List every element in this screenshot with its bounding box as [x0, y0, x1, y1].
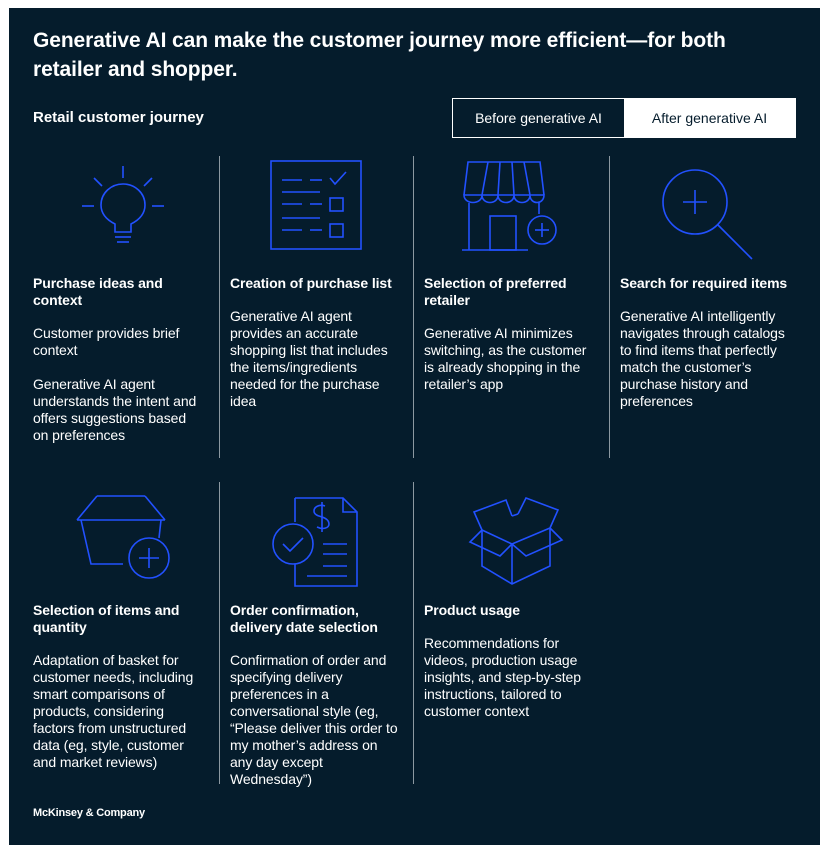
open-box-icon [466, 494, 566, 590]
basket-add-icon [71, 488, 175, 588]
before-after-toggle[interactable]: Before generative AI After generative AI [452, 98, 796, 138]
column-divider [219, 482, 220, 784]
stage-title: Creation of purchase list [230, 275, 392, 291]
lightbulb-icon [75, 158, 171, 258]
stage-title: Search for required items [620, 275, 788, 291]
stage-purchase-list: Creation of purchase list Generative AI … [230, 275, 402, 410]
page-title: Generative AI can make the customer jour… [33, 29, 726, 81]
stage-description: Generative AI agent provides an accurate… [230, 308, 388, 409]
section-subtitle: Retail customer journey [33, 109, 204, 126]
storefront-icon [458, 158, 558, 258]
stage-description: Generative AI intelligently navigates th… [620, 308, 785, 409]
stage-description: Generative AI agent understands the inte… [33, 376, 197, 443]
stage-description: Confirmation of order and specifying del… [230, 652, 398, 787]
column-divider [219, 156, 220, 458]
stage-title: Purchase ideas and context [33, 275, 163, 308]
stage-description: Recommendations for videos, production u… [424, 635, 581, 719]
tab-before-generative-ai[interactable]: Before generative AI [453, 99, 624, 137]
stage-description: Generative AI minimizes switching, as th… [424, 325, 587, 392]
stage-search-items: Search for required items Generative AI … [620, 275, 792, 410]
infographic-panel: Generative AI can make the customer jour… [9, 8, 820, 845]
magnifier-icon [657, 168, 757, 268]
checklist-icon [266, 158, 366, 258]
column-divider [413, 482, 414, 784]
stage-description: Adaptation of basket for customer needs,… [33, 652, 194, 770]
tab-after-generative-ai[interactable]: After generative AI [624, 99, 795, 137]
brand-logo: McKinsey & Company [33, 807, 145, 819]
stage-title: Selection of preferred retailer [424, 275, 567, 308]
stage-preferred-retailer: Selection of preferred retailer Generati… [424, 275, 596, 393]
stage-title: Selection of items and quantity [33, 602, 180, 635]
stage-title: Product usage [424, 602, 520, 618]
column-divider [413, 156, 414, 458]
stage-description: Customer provides brief context [33, 325, 180, 358]
stage-product-usage: Product usage Recommendations for videos… [424, 602, 596, 720]
column-divider [609, 156, 610, 458]
stage-title: Order confirmation, delivery date select… [230, 602, 378, 635]
stage-items-quantity: Selection of items and quantity Adaptati… [33, 602, 205, 771]
stage-order-confirmation: Order confirmation, delivery date select… [230, 602, 402, 788]
stage-purchase-ideas: Purchase ideas and context Customer prov… [33, 275, 205, 444]
invoice-check-icon [267, 494, 367, 590]
